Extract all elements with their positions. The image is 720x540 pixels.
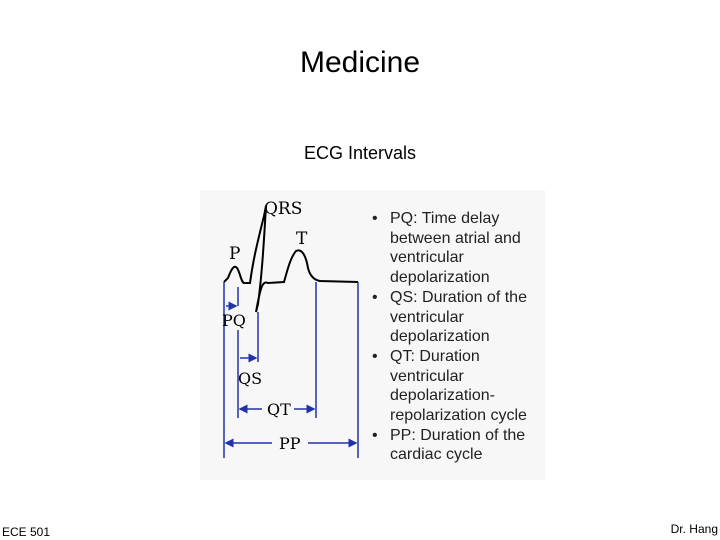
bullet-line: depolarization xyxy=(390,269,490,287)
bullet-list: • PQ: Time delay between atrial and vent… xyxy=(370,209,560,465)
bullet-qs: • QS: Duration of the ventricular depola… xyxy=(370,288,560,347)
bullet-dot: • xyxy=(372,347,378,365)
ecg-waveform xyxy=(223,205,359,313)
bullet-line: depolarization xyxy=(390,328,490,346)
bullet-line: ventricular xyxy=(390,308,464,326)
bullet-pq: • PQ: Time delay between atrial and vent… xyxy=(370,209,560,288)
slide-title: Medicine xyxy=(299,46,421,79)
pp-label: PP xyxy=(279,434,301,453)
qrs-label: QRS xyxy=(264,199,302,219)
slide-subtitle: ECG Intervals xyxy=(303,143,417,163)
bullet-line: repolarization cycle xyxy=(390,407,527,425)
bullet-dot: • xyxy=(372,288,378,306)
footer-course: ECE 501 xyxy=(2,525,51,539)
bullet-pp: • PP: Duration of the cardiac cycle xyxy=(370,426,560,465)
bullet-line: PQ: Time delay xyxy=(390,210,500,227)
qt-label: QT xyxy=(267,400,291,419)
bullet-line: QS: Duration of the xyxy=(390,288,527,306)
bullet-line: QT: Duration xyxy=(390,347,480,365)
p-wave-label: P xyxy=(229,244,240,264)
bullet-dot: • xyxy=(372,210,378,227)
pq-label: PQ xyxy=(222,311,246,330)
bullet-line: between atrial and xyxy=(390,229,521,247)
bullet-qt: • QT: Duration ventricular depolarizatio… xyxy=(370,347,560,426)
footer-author: Dr. Hang xyxy=(670,522,718,536)
bullet-line: ventricular xyxy=(390,367,464,385)
bullet-line: depolarization- xyxy=(390,387,495,405)
bullet-line: PP: Duration of the xyxy=(390,426,526,444)
qs-label: QS xyxy=(238,369,262,388)
interval-markers xyxy=(223,282,359,458)
bullet-line: ventricular xyxy=(390,249,464,267)
bullet-dot: • xyxy=(372,426,378,444)
bullet-line: cardiac cycle xyxy=(390,446,483,464)
t-wave-label: T xyxy=(296,229,308,249)
